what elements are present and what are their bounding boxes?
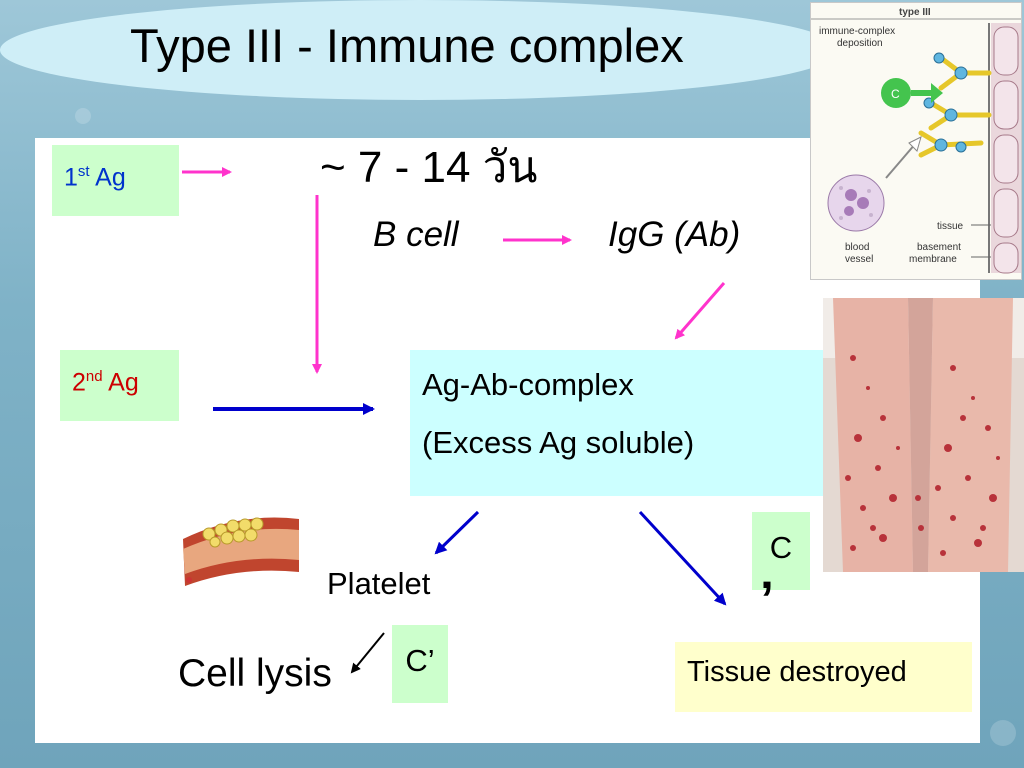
cell-lysis-label: Cell lysis — [178, 652, 332, 695]
complement-c-prime-box: C’ — [392, 625, 448, 703]
figure-basement-label-2: membrane — [909, 254, 957, 265]
title-background — [0, 0, 840, 100]
figure-tissue-label: tissue — [937, 221, 964, 232]
complex-line-2: (Excess Ag soluble) — [422, 425, 695, 461]
c-prime-label: C’ — [405, 643, 435, 678]
b-cell-label: B cell — [373, 215, 459, 254]
complement-c-box: C — [752, 512, 810, 590]
type-iii-diagram-drawing: C type III immune-complex deposition tis… — [811, 7, 1021, 274]
decorative-bubble — [990, 720, 1016, 746]
first-antigen-label: Ag — [95, 163, 126, 192]
igg-label: IgG (Ab) — [608, 215, 741, 254]
arrow-platelet-lysis — [350, 632, 385, 674]
figure-header: type III — [899, 7, 931, 18]
blood-vessel-illustration — [179, 494, 303, 594]
figure-blood-label-2: vessel — [845, 254, 873, 265]
timeline-label: ~ 7 - 14 วัน — [320, 143, 538, 192]
second-antigen-box: 2nd Ag — [60, 350, 179, 421]
complement-c-label: C — [891, 87, 900, 101]
second-antigen-number: 2 — [72, 368, 86, 397]
figure-blood-label-1: blood — [845, 242, 869, 253]
figure-deposition-label-1: immune-complex — [819, 26, 895, 37]
tissue-destroyed-box: Tissue destroyed — [675, 642, 972, 712]
immune-complex-box: Ag-Ab-complex (Excess Ag soluble) — [410, 350, 825, 496]
legs-purpura-photo — [823, 298, 1024, 572]
second-antigen-label: Ag — [108, 368, 139, 397]
c-prime-mark: ’ — [760, 571, 774, 627]
second-antigen-superscript: nd — [85, 368, 103, 385]
figure-basement-label-1: basement — [917, 242, 961, 253]
arrow-complex-tissue — [638, 510, 727, 606]
arrow-igg-complex — [674, 282, 726, 340]
platelet-label: Platelet — [327, 566, 431, 601]
first-antigen-superscript: st — [77, 163, 90, 180]
tissue-destroyed-label: Tissue destroyed — [687, 656, 907, 688]
figure-deposition-label-2: deposition — [837, 38, 883, 49]
type-iii-diagram: C type III immune-complex deposition tis… — [810, 2, 1022, 280]
first-antigen-number: 1 — [64, 163, 78, 192]
slide-title: Type III - Immune complex — [130, 19, 684, 72]
decorative-bubble — [75, 108, 91, 124]
first-antigen-box: 1st Ag — [52, 145, 179, 216]
c-label: C — [769, 530, 793, 565]
complex-line-1: Ag-Ab-complex — [422, 367, 634, 402]
arrow-complex-platelet — [434, 510, 480, 555]
